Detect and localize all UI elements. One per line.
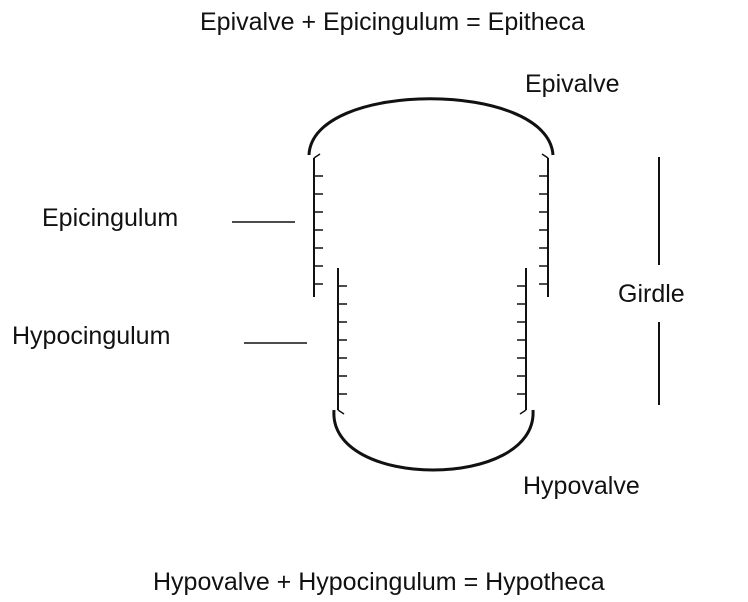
hypocingulum-right-wall [517,268,526,414]
epicingulum-right-wall [539,154,548,297]
band-tick [314,154,320,158]
epicingulum-label: Epicingulum [42,206,178,231]
hypocingulum-label: Hypocingulum [12,324,170,349]
band-tick [520,410,526,414]
band-tick [542,154,548,158]
hypovalve-label: Hypovalve [523,474,640,499]
girdle-label: Girdle [618,282,685,307]
band-tick [338,410,344,414]
epicingulum-left-wall [314,154,323,297]
hypocingulum-left-wall [338,268,347,414]
epivalve-label: Epivalve [525,72,620,97]
hypotheca-equation: Hypovalve + Hypocingulum = Hypotheca [153,570,605,595]
hypovalve-arc [334,410,533,470]
epitheca-equation: Epivalve + Epicingulum = Epitheca [200,10,585,35]
epivalve-arc [309,99,553,155]
